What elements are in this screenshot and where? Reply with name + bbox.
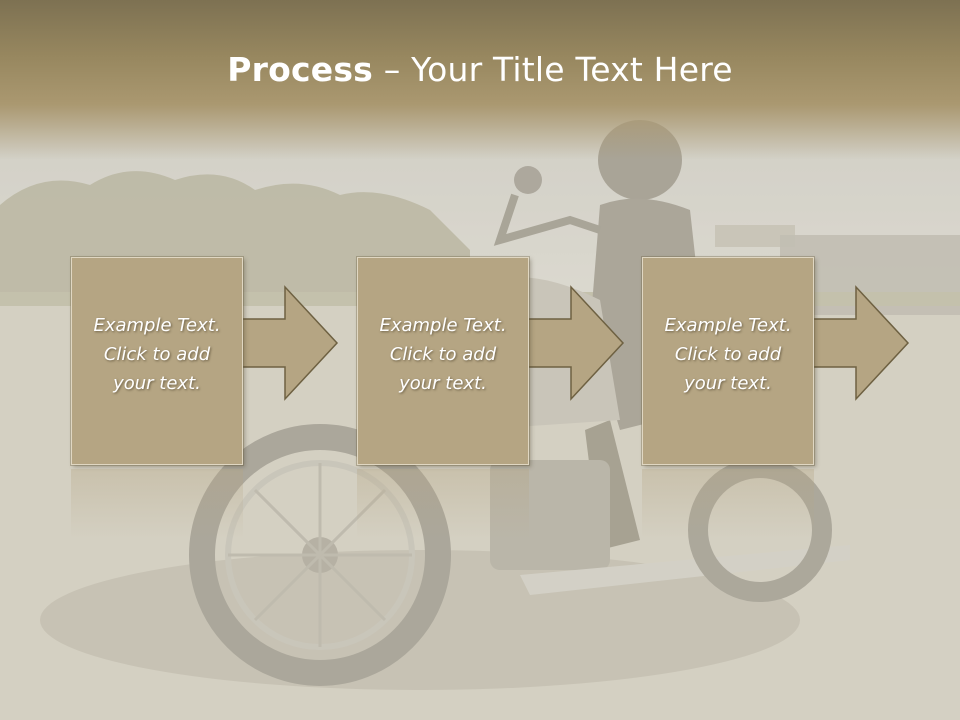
arrow-right-icon — [809, 285, 910, 401]
process-step-3[interactable]: Example Text. Click to add your text. — [642, 257, 912, 539]
arrow-right-icon — [524, 285, 625, 401]
step-box — [642, 257, 814, 465]
step-box — [357, 257, 529, 465]
step-text[interactable]: Example Text. Click to add your text. — [93, 315, 221, 394]
process-step-1[interactable]: Example Text. Click to add your text. — [71, 257, 341, 539]
step-reflection — [642, 469, 814, 539]
step-text[interactable]: Example Text. Click to add your text. — [379, 315, 507, 394]
header-band — [0, 0, 960, 160]
slide-title[interactable]: Process – Your Title Text Here — [0, 50, 960, 89]
step-reflection — [357, 469, 529, 539]
step-box — [71, 257, 243, 465]
title-rest: – Your Title Text Here — [373, 50, 733, 89]
process-step-2[interactable]: Example Text. Click to add your text. — [357, 257, 627, 539]
arrow-right-icon — [238, 285, 339, 401]
step-text[interactable]: Example Text. Click to add your text. — [664, 315, 792, 394]
title-bold: Process — [227, 50, 374, 89]
step-reflection — [71, 469, 243, 539]
